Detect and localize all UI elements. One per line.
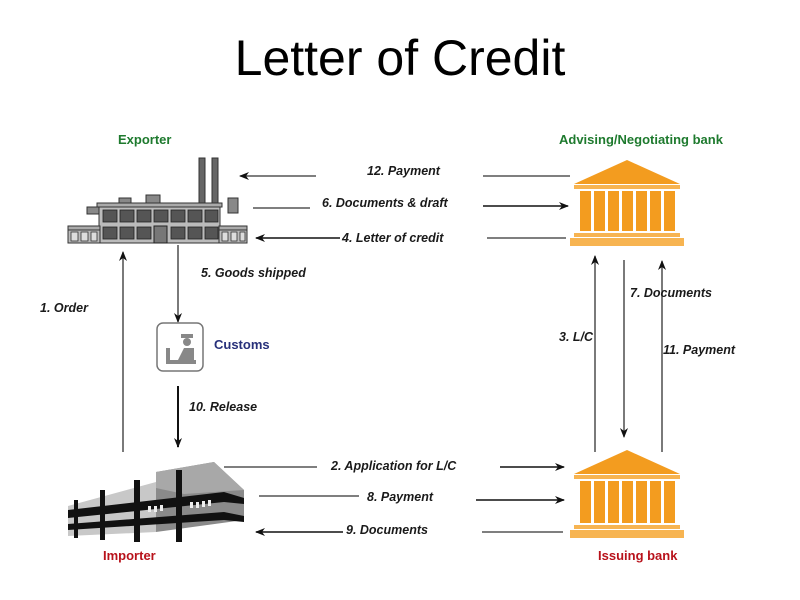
factory-icon [67,157,248,244]
customs-label: Customs [214,337,270,352]
step-3-label: 3. L/C [559,330,594,344]
office-building-icon [68,462,244,542]
step-10-label: 10. Release [189,400,258,414]
step-8-label: 8. Payment [367,490,434,504]
step-9-label: 9. Documents [346,523,428,537]
advising-bank-icon [570,160,684,246]
step-7-label: 7. Documents [630,286,712,300]
importer-label: Importer [103,548,156,563]
issuing-bank-icon [570,450,684,538]
step-2-label: 2. Application for L/C [331,459,457,473]
step-1-label: 1. Order [40,301,88,315]
step-4-label: 4. Letter of credit [342,231,444,245]
diagram-title: Letter of Credit [234,30,566,86]
advising-bank-label: Advising/Negotiating bank [559,132,723,147]
step-6-label: 6. Documents & draft [322,196,448,210]
step-5-label: 5. Goods shipped [201,266,306,280]
issuing-bank-label: Issuing bank [598,548,678,563]
step-12-label: 12. Payment [367,164,440,178]
customs-officer-icon [156,322,204,372]
step-11-label: 11. Payment [663,343,736,357]
exporter-label: Exporter [118,132,172,147]
